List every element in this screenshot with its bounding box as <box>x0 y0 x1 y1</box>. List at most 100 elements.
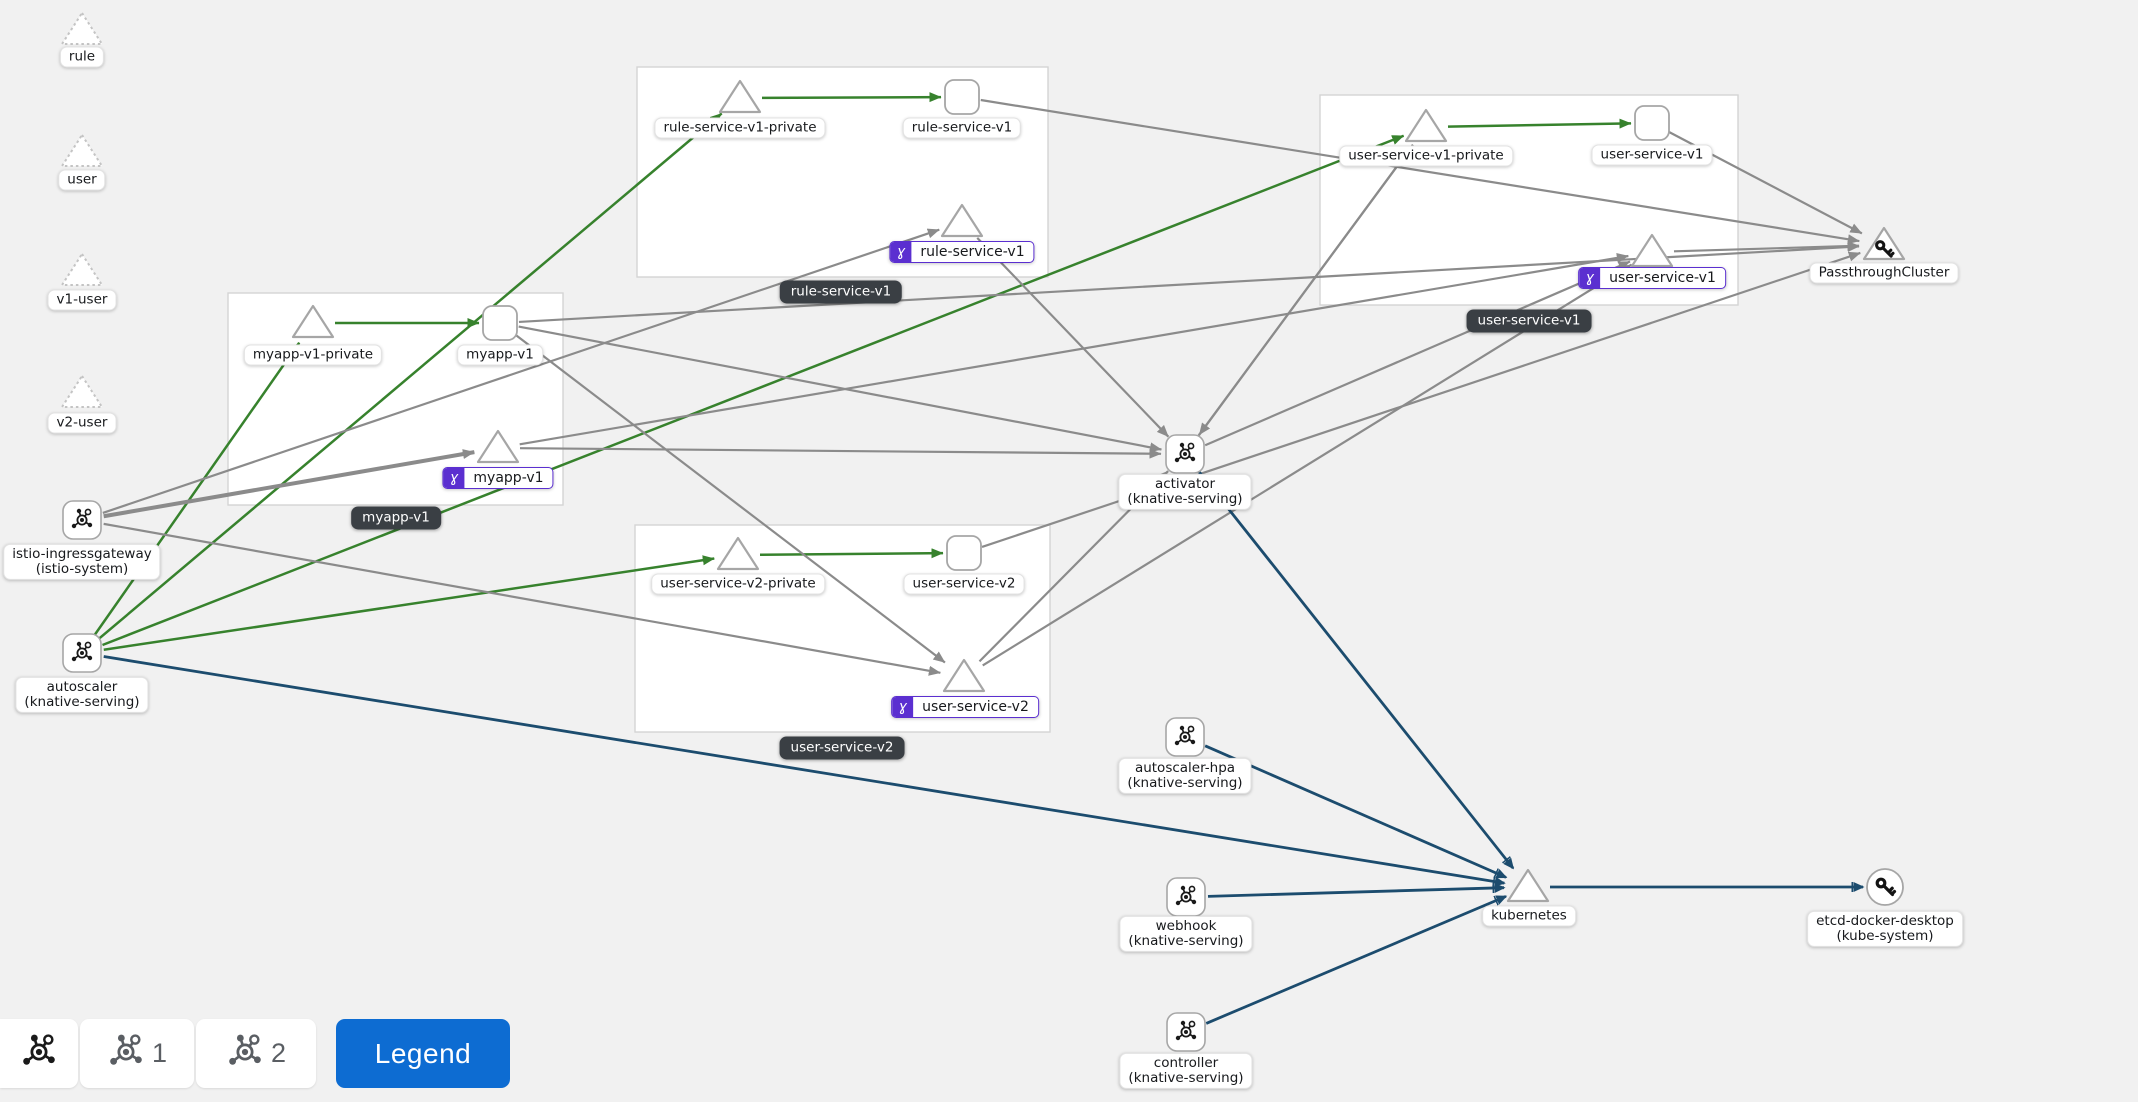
edge-istio-ingressgateway-to-myapp-ver[interactable] <box>103 449 475 519</box>
edge-usv1-ver-to-passthroughcluster[interactable] <box>1673 241 1860 253</box>
group-label-rule-service-v1[interactable]: rule-service-v1 <box>779 280 903 304</box>
workload-icon <box>1175 885 1197 906</box>
node-label-myapp-sq: myapp-v1 <box>457 344 543 366</box>
node-webhook[interactable] <box>1166 877 1206 917</box>
edge-activator-to-kubernetes[interactable] <box>1197 470 1515 870</box>
node-usv2-sq[interactable] <box>946 535 982 571</box>
node-rule-sq[interactable] <box>944 79 980 115</box>
edge-autoscaler-to-rule-private[interactable] <box>98 112 723 640</box>
group-label-myapp-v1[interactable]: myapp-v1 <box>351 506 441 530</box>
edge-activator-to-usv1-ver[interactable] <box>1204 260 1631 447</box>
graph-layout-icon <box>20 1033 58 1074</box>
layout-2-label: 2 <box>270 1038 287 1068</box>
edge-rule-ver-to-activator[interactable] <box>976 237 1170 438</box>
node-myapp-sq[interactable] <box>482 305 518 341</box>
edge-myapp-ver-to-usv1-ver[interactable] <box>519 253 1629 446</box>
version-badge-usv1-ver[interactable]: ɣ user-service-v1 <box>1578 267 1726 289</box>
version-node-label: rule-service-v1 <box>920 244 1025 260</box>
node-usv2-private[interactable] <box>716 536 760 571</box>
workload-icon <box>1174 442 1196 463</box>
node-label-myapp-private: myapp-v1-private <box>243 344 383 366</box>
edge-autoscaler-to-usv1-private[interactable] <box>102 134 1405 647</box>
edge-autoscaler-to-myapp-private[interactable] <box>93 341 301 636</box>
node-activator[interactable] <box>1165 434 1205 474</box>
workload-icon <box>1175 1020 1197 1041</box>
virtualservice-badge-icon: ɣ <box>1579 268 1601 288</box>
node-label-rule-sq: rule-service-v1 <box>902 117 1022 139</box>
workload-icon <box>1174 725 1196 746</box>
version-node-label: user-service-v1 <box>1609 270 1716 286</box>
node-rule-private[interactable] <box>718 79 762 114</box>
node-controller[interactable] <box>1166 1012 1206 1052</box>
graph-layout-1-icon <box>107 1033 145 1074</box>
node-usv1-ver[interactable] <box>1630 233 1674 268</box>
node-label-webhook: webhook(knative-serving) <box>1119 915 1253 953</box>
node-label-activator: activator(knative-serving) <box>1118 473 1252 511</box>
edge-activator-to-usv1-private[interactable] <box>1197 145 1413 437</box>
edge-istio-ingressgateway-to-usv2-ver[interactable] <box>103 522 941 676</box>
edge-istio-ingressgateway-to-rule-ver[interactable] <box>102 228 940 514</box>
legend-button[interactable]: Legend <box>336 1019 510 1088</box>
node-label-istio-ingressgateway: istio-ingressgateway(istio-system) <box>3 543 161 581</box>
version-node-label: user-service-v2 <box>922 699 1029 715</box>
node-autoscaler-hpa[interactable] <box>1165 717 1205 757</box>
edge-controller-to-kubernetes[interactable] <box>1205 895 1508 1025</box>
node-autoscaler[interactable] <box>62 633 102 673</box>
edge-autoscaler-hpa-to-kubernetes[interactable] <box>1204 744 1508 879</box>
version-badge-myapp-ver[interactable]: ɣ myapp-v1 <box>442 467 554 489</box>
edge-myapp-ver-to-activator[interactable] <box>519 447 1162 459</box>
workload-icon <box>71 508 93 529</box>
node-label-kubernetes: kubernetes <box>1482 905 1576 927</box>
edge-myapp-sq-to-usv2-ver[interactable] <box>514 333 946 664</box>
version-node-label: myapp-v1 <box>473 470 544 486</box>
group-label-user-service-v1[interactable]: user-service-v1 <box>1466 309 1592 333</box>
node-user-svc[interactable] <box>61 134 103 167</box>
node-label-autoscaler-hpa: autoscaler-hpa(knative-serving) <box>1118 757 1252 795</box>
node-passthroughcluster[interactable] <box>1862 226 1906 261</box>
graph-layout-2-icon <box>226 1033 264 1074</box>
node-istio-ingressgateway[interactable] <box>62 500 102 540</box>
node-v1-user-svc[interactable] <box>61 253 103 286</box>
node-rule-svc[interactable] <box>61 12 103 45</box>
node-label-rule-svc: rule <box>59 46 105 68</box>
node-label-passthroughcluster: PassthroughCluster <box>1809 262 1959 284</box>
node-label-autoscaler: autoscaler(knative-serving) <box>15 676 149 714</box>
node-label-etcd: etcd-docker-desktop(kube-system) <box>1807 910 1963 948</box>
node-v2-user-svc[interactable] <box>61 375 103 408</box>
layout-1-button[interactable]: 1 <box>80 1019 194 1088</box>
edge-myapp-sq-to-activator[interactable] <box>518 325 1162 453</box>
node-usv1-sq[interactable] <box>1634 105 1670 141</box>
node-rule-ver[interactable] <box>940 203 984 238</box>
node-kubernetes[interactable] <box>1506 868 1550 903</box>
edge-autoscaler-to-usv2-private[interactable] <box>103 555 715 651</box>
version-badge-usv2-ver[interactable]: ɣ user-service-v2 <box>891 696 1039 718</box>
node-myapp-ver[interactable] <box>476 429 520 464</box>
edge-usv2-private-to-usv2-sq[interactable] <box>759 548 944 559</box>
node-label-usv2-sq: user-service-v2 <box>903 573 1025 595</box>
layout-default-button[interactable] <box>0 1019 78 1088</box>
virtualservice-badge-icon: ɣ <box>892 697 914 717</box>
group-label-user-service-v2[interactable]: user-service-v2 <box>779 736 905 760</box>
graph-toolbar: 1 2 Legend <box>0 1019 510 1088</box>
edge-autoscaler-to-kubernetes[interactable] <box>103 655 1506 887</box>
version-badge-rule-ver[interactable]: ɣ rule-service-v1 <box>889 241 1035 263</box>
node-etcd[interactable] <box>1866 868 1904 906</box>
node-label-user-svc: user <box>58 169 106 191</box>
edge-rule-private-to-rule-sq[interactable] <box>761 92 942 103</box>
node-usv1-private[interactable] <box>1404 108 1448 143</box>
virtualservice-badge-icon: ɣ <box>443 468 465 488</box>
node-label-controller: controller(knative-serving) <box>1119 1052 1253 1090</box>
node-label-usv2-private: user-service-v2-private <box>651 573 825 595</box>
edge-rule-sq-to-passthroughcluster[interactable] <box>980 98 1860 245</box>
layout-1-label: 1 <box>151 1038 168 1068</box>
node-usv2-ver[interactable] <box>942 658 986 693</box>
node-label-usv1-sq: user-service-v1 <box>1591 144 1713 166</box>
node-myapp-private[interactable] <box>291 304 335 339</box>
node-label-rule-private: rule-service-v1-private <box>654 117 826 139</box>
layout-2-button[interactable]: 2 <box>196 1019 316 1088</box>
edge-webhook-to-kubernetes[interactable] <box>1207 882 1506 898</box>
virtualservice-badge-icon: ɣ <box>890 242 912 262</box>
edge-usv1-private-to-usv1-sq[interactable] <box>1447 118 1632 129</box>
